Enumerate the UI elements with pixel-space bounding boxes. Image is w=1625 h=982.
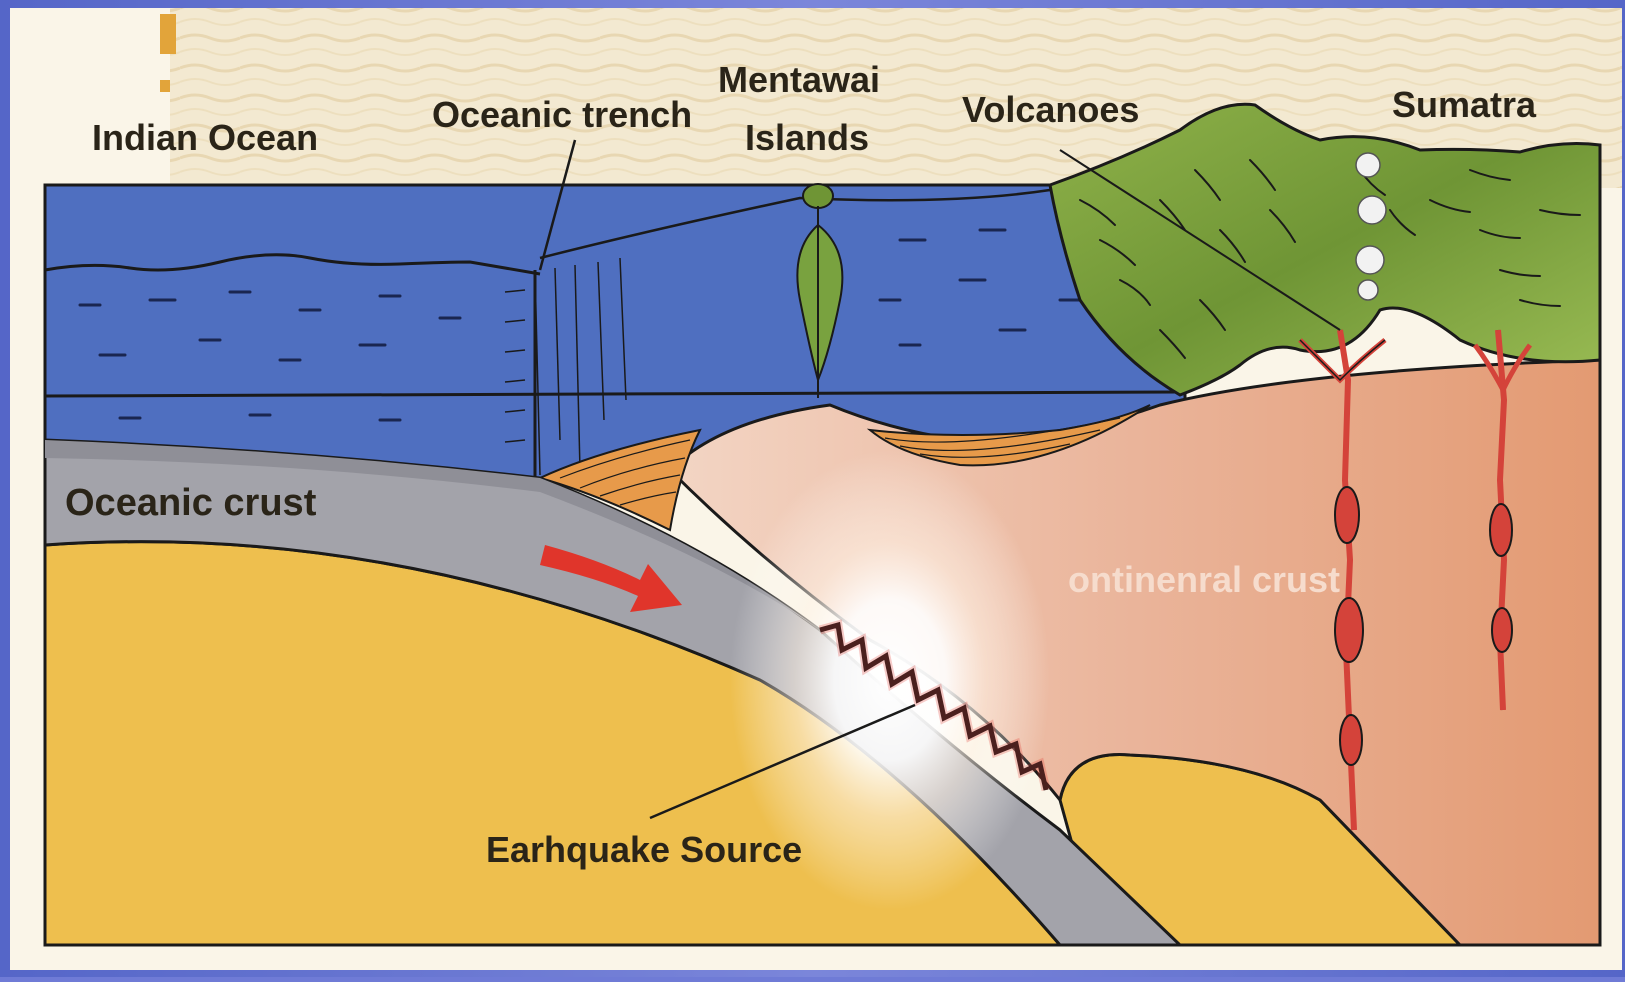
label-volcanoes: Volcanoes — [962, 89, 1139, 130]
label-mentawai-line1: Mentawai — [718, 59, 880, 100]
label-oceanic-crust: Oceanic crust — [65, 482, 317, 524]
label-sumatra: Sumatra — [1392, 84, 1537, 125]
label-oceanic-trench: Oceanic trench — [432, 94, 692, 135]
orange-tab-marker — [160, 14, 176, 54]
mentawai-island-top — [803, 184, 833, 208]
label-indian-ocean: Indian Ocean — [92, 117, 318, 158]
label-earthquake-source: Earhquake Source — [486, 829, 802, 870]
orange-tab-marker-2 — [160, 80, 170, 92]
label-continental-crust: ontinenral crust — [1068, 559, 1340, 600]
label-mentawai-line2: Islands — [745, 117, 869, 158]
